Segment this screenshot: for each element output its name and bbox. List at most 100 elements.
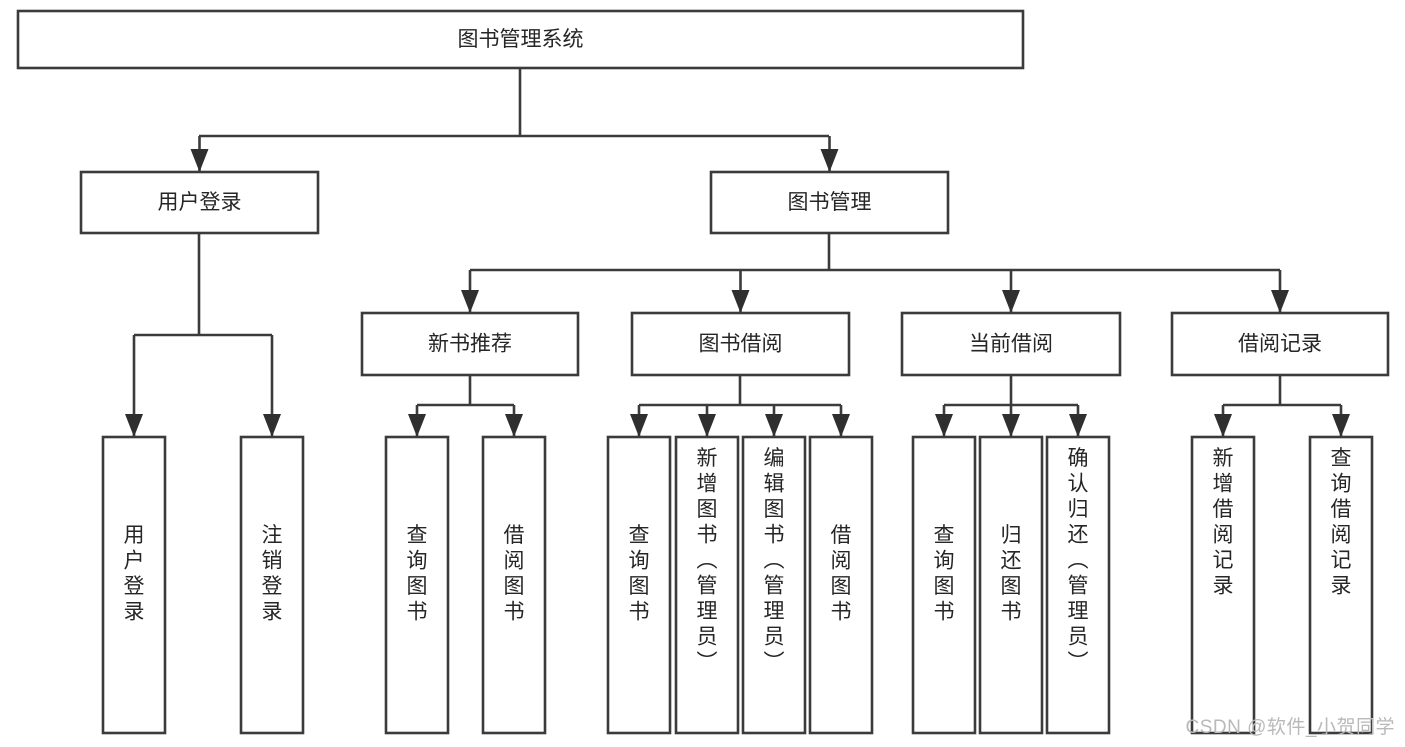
node-leaf-confirm-return-box[interactable] [1045, 435, 1111, 735]
node-borrow-record-label: 借阅记录 [1238, 333, 1322, 356]
node-leaf-add-record[interactable]: 新增借阅记录 [1190, 435, 1256, 735]
connector-edge-record-leaf1 [1214, 405, 1232, 437]
connector-edge-bookmgmt-newbook [461, 270, 479, 313]
node-leaf-add-book-box[interactable] [674, 435, 740, 735]
connector-edge-userlogin-leaf2 [263, 335, 281, 437]
node-leaf-borrow-book-box[interactable] [808, 435, 874, 735]
edge-current-leaf1-arrowhead-icon [935, 414, 953, 437]
edge-bookmgmt-borrow-arrowhead-icon [731, 290, 750, 313]
node-leaf-add-book[interactable]: 新增图书︵管理员︶ [674, 435, 740, 735]
connector-bus-root [199, 68, 829, 138]
node-leaf-query-book-current-label: 查询图书 [934, 524, 955, 624]
node-leaf-edit-book-label: 编辑图书︵管理员︶ [764, 447, 785, 674]
node-leaf-user-login-box[interactable] [101, 435, 167, 735]
connector-bus-bookmgmt [470, 233, 1280, 272]
node-leaf-query-book-recommend-label: 查询图书 [407, 524, 428, 624]
edge-bookmgmt-current-arrowhead-icon [1002, 290, 1020, 313]
node-user-login-label: 用户登录 [158, 191, 242, 214]
connector-edge-newbook-leaf1 [408, 405, 426, 437]
node-leaf-add-book-label: 新增图书︵管理员︶ [697, 447, 718, 674]
edge-userlogin-leaf2-arrowhead-icon [263, 414, 281, 437]
node-user-login[interactable]: 用户登录 [79, 170, 320, 235]
connector-edge-current-leaf3 [1069, 405, 1087, 437]
node-leaf-query-book-borrow-box[interactable] [606, 435, 672, 735]
node-leaf-return-book[interactable]: 归还图书 [978, 435, 1044, 735]
edge-borrow-leaf1-arrowhead-icon [630, 414, 648, 437]
connector-edge-borrow-leaf4 [832, 405, 850, 437]
node-leaf-borrow-book-recommend-label: 借阅图书 [504, 524, 525, 624]
node-leaf-edit-book[interactable]: 编辑图书︵管理员︶ [741, 435, 807, 735]
edge-bookmgmt-record-arrowhead-icon [1271, 290, 1289, 313]
edge-current-leaf2-arrowhead-icon [1002, 414, 1020, 437]
connector-layer [125, 68, 1350, 437]
node-leaf-query-book-recommend[interactable]: 查询图书 [384, 435, 450, 735]
node-leaf-logout-box[interactable] [239, 435, 305, 735]
node-current-borrow[interactable]: 当前借阅 [900, 311, 1122, 377]
node-leaf-user-login-label: 用户登录 [124, 524, 145, 624]
node-leaf-user-login[interactable]: 用户登录 [101, 435, 167, 735]
node-leaf-edit-book-box[interactable] [741, 435, 807, 735]
node-leaf-return-book-box[interactable] [978, 435, 1044, 735]
edge-borrow-leaf2-arrowhead-icon [698, 414, 716, 437]
connector-edge-userlogin-leaf1 [125, 335, 143, 437]
node-current-borrow-box[interactable] [900, 311, 1122, 377]
edge-record-leaf2-arrowhead-icon [1332, 414, 1350, 437]
edge-bookmgmt-newbook-arrowhead-icon [461, 290, 479, 313]
node-borrow-record[interactable]: 借阅记录 [1170, 311, 1390, 377]
node-book-borrow-label: 图书借阅 [699, 333, 783, 356]
node-borrow-record-box[interactable] [1170, 311, 1390, 377]
node-leaf-query-book-borrow[interactable]: 查询图书 [606, 435, 672, 735]
node-current-borrow-label: 当前借阅 [969, 333, 1053, 356]
connector-edge-current-leaf1 [935, 405, 953, 437]
node-leaf-query-book-borrow-label: 查询图书 [629, 524, 650, 624]
node-book-management-box[interactable] [709, 170, 950, 235]
node-leaf-confirm-return-label: 确认归还︵管理员︶ [1068, 447, 1089, 674]
connector-bus-current [944, 375, 1078, 407]
node-leaf-query-record-label: 查询借阅记录 [1331, 447, 1352, 598]
node-new-book-recommend-label: 新书推荐 [428, 333, 512, 356]
node-leaf-query-record-box[interactable] [1308, 435, 1374, 735]
node-root-box[interactable] [16, 9, 1025, 70]
node-new-book-recommend[interactable]: 新书推荐 [360, 311, 580, 377]
node-layer: 图书管理系统用户登录图书管理新书推荐图书借阅当前借阅借阅记录用户登录注销登录查询… [16, 9, 1390, 735]
connector-edge-root-userlogin [190, 136, 209, 172]
connector-edge-record-leaf2 [1332, 405, 1350, 437]
connector-edge-root-bookmgmt [820, 136, 839, 172]
node-book-management[interactable]: 图书管理 [709, 170, 950, 235]
edge-userlogin-leaf1-arrowhead-icon [125, 414, 143, 437]
node-book-management-label: 图书管理 [788, 191, 872, 214]
node-leaf-query-book-current-box[interactable] [911, 435, 977, 735]
node-leaf-add-record-box[interactable] [1190, 435, 1256, 735]
connector-edge-borrow-leaf2 [698, 405, 716, 437]
node-root[interactable]: 图书管理系统 [16, 9, 1025, 70]
node-leaf-add-record-label: 新增借阅记录 [1213, 447, 1234, 598]
node-leaf-logout-label: 注销登录 [262, 524, 283, 624]
node-leaf-return-book-label: 归还图书 [1001, 524, 1022, 624]
node-book-borrow[interactable]: 图书借阅 [630, 311, 851, 377]
node-leaf-query-book-current[interactable]: 查询图书 [911, 435, 977, 735]
edge-newbook-leaf1-arrowhead-icon [408, 414, 426, 437]
connector-edge-bookmgmt-record [1271, 270, 1289, 313]
node-leaf-confirm-return[interactable]: 确认归还︵管理员︶ [1045, 435, 1111, 735]
node-leaf-borrow-book[interactable]: 借阅图书 [808, 435, 874, 735]
node-book-borrow-box[interactable] [630, 311, 851, 377]
node-leaf-logout[interactable]: 注销登录 [239, 435, 305, 735]
node-leaf-borrow-book-recommend[interactable]: 借阅图书 [481, 435, 547, 735]
edge-root-userlogin-arrowhead-icon [190, 149, 209, 172]
connector-edge-newbook-leaf2 [505, 405, 523, 437]
node-user-login-box[interactable] [79, 170, 320, 235]
node-new-book-recommend-box[interactable] [360, 311, 580, 377]
edge-borrow-leaf4-arrowhead-icon [832, 414, 850, 437]
edge-root-bookmgmt-arrowhead-icon [820, 149, 839, 172]
node-root-label: 图书管理系统 [458, 28, 584, 51]
node-leaf-borrow-book-recommend-box[interactable] [481, 435, 547, 735]
node-leaf-query-book-recommend-box[interactable] [384, 435, 450, 735]
edge-record-leaf1-arrowhead-icon [1214, 414, 1232, 437]
edge-current-leaf3-arrowhead-icon [1069, 414, 1087, 437]
node-leaf-borrow-book-label: 借阅图书 [831, 524, 852, 624]
connector-edge-current-leaf2 [1002, 405, 1020, 437]
node-leaf-query-record[interactable]: 查询借阅记录 [1308, 435, 1374, 735]
connector-edge-bookmgmt-borrow [731, 270, 750, 313]
